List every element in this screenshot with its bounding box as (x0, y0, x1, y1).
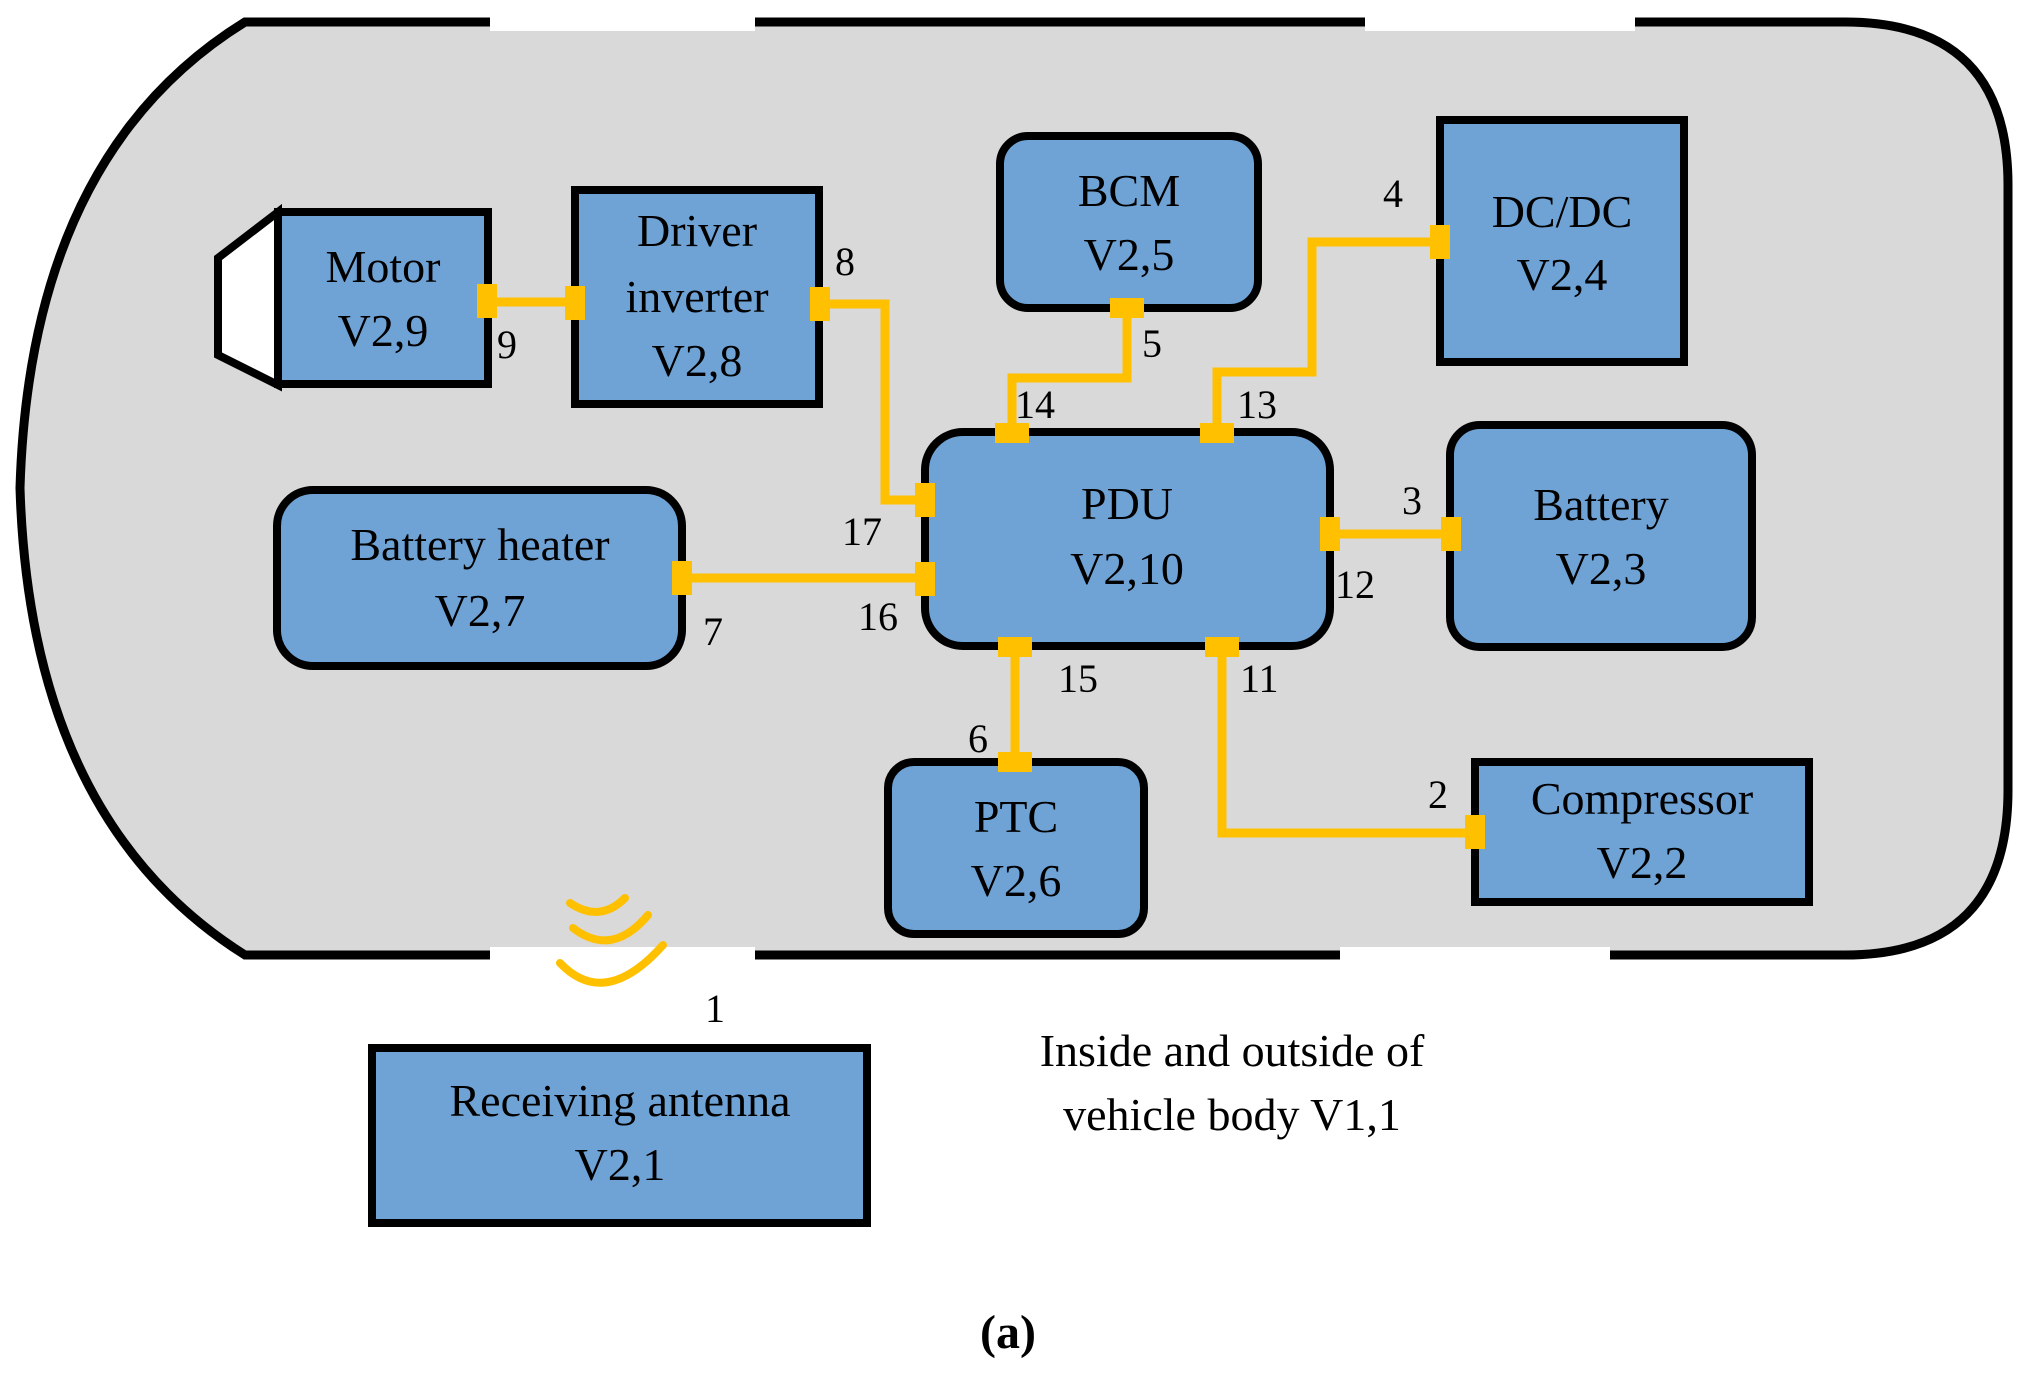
port-numbers: 1 2 3 4 5 6 7 8 9 11 12 13 14 15 16 17 (497, 171, 1448, 1031)
bcm-label-1: BCM (1078, 165, 1180, 216)
port-number-16: 16 (858, 594, 898, 639)
battery-box (1446, 421, 1756, 651)
battery-label-1: Battery (1533, 479, 1668, 530)
connector-9 (477, 284, 497, 318)
compressor-box (1471, 758, 1813, 906)
vehicle-body-label-1: Inside and outside of (1040, 1025, 1425, 1076)
window-gap-bottom-1 (490, 947, 755, 963)
connector-motor-in (565, 286, 585, 320)
driver-label-1: Driver (637, 205, 757, 256)
pdu-label-2: V2,10 (1070, 543, 1184, 594)
component-labels: Motor V2,9 Driver inverter V2,8 BCM V2,5… (326, 165, 1754, 1190)
ptc-box (884, 758, 1148, 938)
ptc-label-2: V2,6 (971, 855, 1062, 906)
ptc-label-1: PTC (974, 791, 1058, 842)
connector-13 (1200, 423, 1234, 443)
driver-label-3: V2,8 (652, 335, 743, 386)
dcdc-label-1: DC/DC (1492, 186, 1633, 237)
connector-17 (915, 483, 935, 517)
port-number-14: 14 (1015, 382, 1055, 427)
receiving-antenna-box (368, 1044, 871, 1227)
motor-label-1: Motor (326, 241, 441, 292)
component-boxes (273, 116, 1813, 1227)
dcdc-box (1436, 116, 1688, 366)
battery-heater-label-2: V2,7 (435, 585, 526, 636)
connector-16 (915, 562, 935, 596)
window-gap-bottom-2 (1340, 947, 1610, 963)
vehicle-body-label-2: vehicle body V1,1 (1063, 1089, 1401, 1140)
port-number-6: 6 (968, 716, 988, 761)
dcdc-label-2: V2,4 (1517, 249, 1608, 300)
port-number-13: 13 (1237, 382, 1277, 427)
port-number-2: 2 (1428, 772, 1448, 817)
antenna-label-2: V2,1 (575, 1139, 666, 1190)
port-number-3: 3 (1402, 478, 1422, 523)
wires (487, 237, 1475, 838)
connector-12 (1320, 517, 1340, 551)
connector-8 (810, 287, 830, 321)
port-number-5: 5 (1142, 321, 1162, 366)
battery-heater-box (273, 486, 686, 670)
connector-15 (998, 637, 1032, 657)
motor-box (274, 208, 492, 388)
port-number-8: 8 (835, 239, 855, 284)
connector-11 (1205, 637, 1239, 657)
vehicle-body-label: Inside and outside of vehicle body V1,1 (1040, 1025, 1425, 1140)
antenna-label-1: Receiving antenna (449, 1075, 790, 1126)
bcm-box (996, 132, 1262, 312)
connector-2 (1465, 815, 1485, 849)
driver-label-2: inverter (625, 271, 768, 322)
port-number-12: 12 (1335, 562, 1375, 607)
motor-label-2: V2,9 (338, 305, 429, 356)
connector-14 (995, 423, 1029, 443)
port-number-15: 15 (1058, 656, 1098, 701)
connectors (477, 225, 1485, 849)
wireless-signal-icon (556, 894, 667, 987)
pdu-box (921, 428, 1334, 650)
port-number-1: 1 (705, 986, 725, 1031)
battery-heater-label-1: Battery heater (350, 519, 609, 570)
wire-dcdc-pdu (1212, 237, 1440, 432)
connector-4 (1430, 225, 1450, 259)
connector-7 (672, 561, 692, 595)
wire-driver-pdu (818, 299, 925, 505)
compressor-label-1: Compressor (1531, 773, 1753, 824)
battery-label-2: V2,3 (1556, 543, 1647, 594)
pdu-label-1: PDU (1081, 478, 1173, 529)
connector-6 (998, 752, 1032, 772)
connector-3 (1441, 517, 1461, 551)
port-number-17: 17 (842, 509, 882, 554)
compressor-label-2: V2,2 (1597, 837, 1688, 888)
window-gap-top-2 (1365, 15, 1635, 31)
driver-inverter-box (571, 186, 823, 408)
wire-pdu-compressor (1217, 646, 1475, 838)
port-number-9: 9 (497, 322, 517, 367)
wire-bcm-pdu (1007, 308, 1132, 432)
bcm-label-2: V2,5 (1084, 229, 1175, 280)
port-number-4: 4 (1383, 171, 1403, 216)
port-number-11: 11 (1240, 656, 1279, 701)
window-gap-top-1 (490, 15, 755, 31)
port-number-7: 7 (703, 609, 723, 654)
connector-5 (1110, 298, 1144, 318)
figure-caption: (a) (980, 1306, 1036, 1359)
